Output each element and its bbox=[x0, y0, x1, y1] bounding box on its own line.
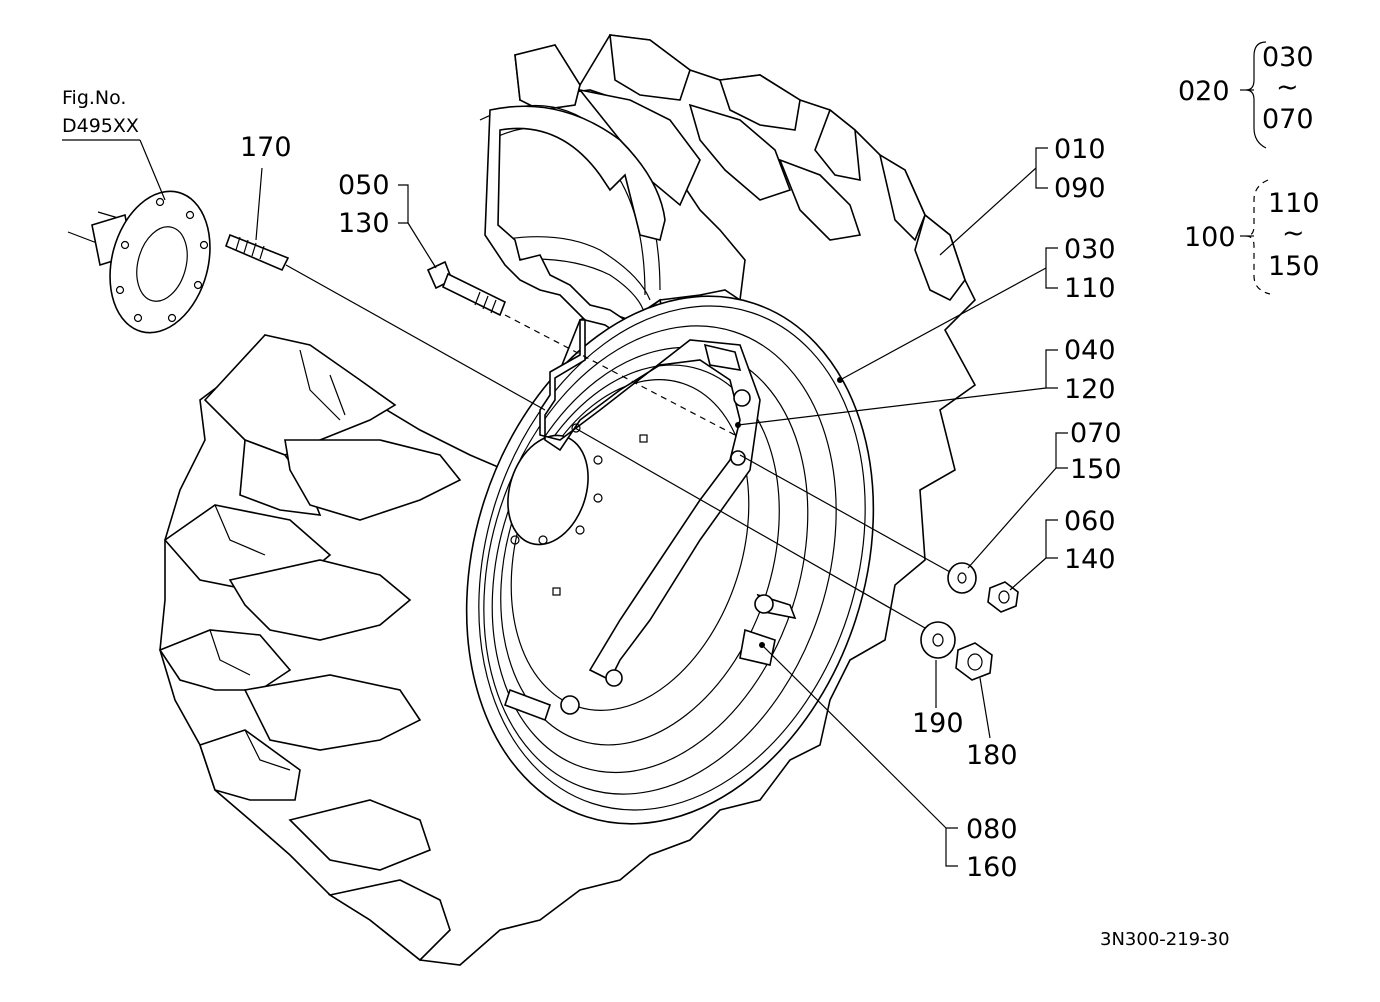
fig-no-code: D495XX bbox=[62, 115, 139, 137]
callout-010: 010 bbox=[1054, 134, 1106, 165]
callout-090: 090 bbox=[1054, 173, 1106, 204]
callout-140: 140 bbox=[1064, 544, 1116, 575]
assembly-lines bbox=[285, 264, 951, 629]
callout-190: 190 bbox=[912, 708, 964, 739]
bolt-050 bbox=[426, 260, 507, 317]
group-100-tilde: ~ bbox=[1282, 218, 1305, 249]
callout-110: 110 bbox=[1064, 273, 1116, 304]
drawing-code: 3N300-219-30 bbox=[1100, 929, 1230, 950]
group-020-to: 070 bbox=[1262, 104, 1314, 135]
hub-flange bbox=[67, 190, 211, 334]
stud-bolt-170 bbox=[224, 233, 290, 272]
leader-lines bbox=[62, 139, 1068, 867]
callout-070: 070 bbox=[1070, 418, 1122, 449]
group-020-tilde: ~ bbox=[1276, 72, 1299, 103]
tire-cross-section bbox=[484, 105, 666, 336]
group-020-from: 030 bbox=[1262, 42, 1314, 73]
group-100-id: 100 bbox=[1184, 222, 1236, 253]
callout-050: 050 bbox=[338, 170, 390, 201]
callout-160: 160 bbox=[966, 852, 1018, 883]
group-020-id: 020 bbox=[1178, 76, 1230, 107]
fig-no-label: Fig.No. bbox=[62, 87, 126, 109]
group-braces bbox=[1240, 41, 1271, 295]
callout-130: 130 bbox=[338, 208, 390, 239]
center-plate bbox=[503, 319, 797, 722]
callout-040: 040 bbox=[1064, 335, 1116, 366]
nut-180 bbox=[955, 642, 993, 681]
group-100-to: 150 bbox=[1268, 251, 1320, 282]
callout-120: 120 bbox=[1064, 374, 1116, 405]
callout-030: 030 bbox=[1064, 234, 1116, 265]
callout-180: 180 bbox=[966, 740, 1018, 771]
washer-070 bbox=[947, 562, 977, 594]
callout-080: 080 bbox=[966, 814, 1018, 845]
callout-170: 170 bbox=[240, 132, 292, 163]
callout-150: 150 bbox=[1070, 454, 1122, 485]
callout-labels: Fig.No. D495XX 170 050 130 010 090 030 1… bbox=[62, 42, 1320, 950]
callout-060: 060 bbox=[1064, 506, 1116, 537]
group-100-from: 110 bbox=[1268, 188, 1320, 219]
washer-190 bbox=[920, 621, 956, 659]
